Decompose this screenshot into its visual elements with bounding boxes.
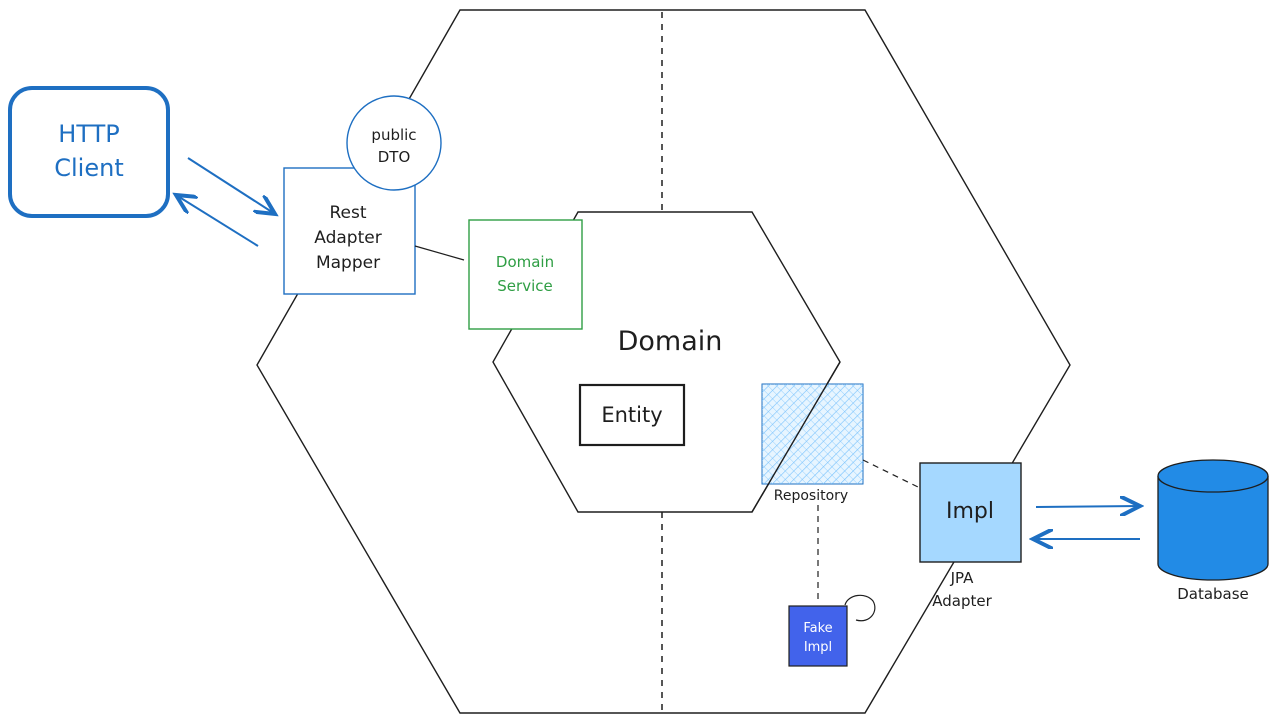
database-label: Database bbox=[1177, 585, 1249, 603]
domain-edge-overlay bbox=[751, 361, 841, 513]
fake-impl-label-2: Impl bbox=[804, 640, 832, 655]
domain-service-box[interactable] bbox=[468, 219, 583, 330]
rest-adapter-label-1: Rest bbox=[329, 203, 366, 223]
adapter-service-connector bbox=[414, 245, 465, 261]
jpa-adapter-label-1: JPA bbox=[950, 569, 975, 587]
response-arrow bbox=[176, 195, 259, 247]
entity-box[interactable] bbox=[578, 383, 686, 447]
rest-adapter-label-3: Mapper bbox=[316, 253, 380, 273]
request-arrow bbox=[187, 157, 275, 214]
impl-label: Impl bbox=[946, 499, 994, 524]
repository-label: Repository bbox=[774, 488, 848, 504]
fake-impl-loop-icon bbox=[844, 594, 876, 622]
public-dto-label-1: public bbox=[371, 126, 416, 144]
outer-hexagon bbox=[256, 9, 1071, 714]
http-client-box[interactable] bbox=[8, 86, 170, 218]
repository-impl-link bbox=[862, 459, 921, 489]
database-icon[interactable] bbox=[1157, 459, 1269, 581]
public-dto-label-2: DTO bbox=[378, 148, 411, 166]
impl-db-arrow bbox=[1035, 506, 1140, 507]
rest-adapter-label-2: Adapter bbox=[314, 228, 381, 248]
entity-label: Entity bbox=[601, 403, 662, 427]
http-client-label-2: Client bbox=[54, 154, 123, 182]
domain-service-label-2: Service bbox=[497, 277, 552, 295]
fake-impl-label-1: Fake bbox=[803, 621, 832, 636]
jpa-adapter-label-2: Adapter bbox=[932, 592, 992, 610]
domain-service-label-1: Domain bbox=[496, 253, 554, 271]
fake-impl-box[interactable] bbox=[788, 605, 848, 667]
public-dto-circle[interactable] bbox=[346, 95, 442, 191]
impl-box[interactable] bbox=[919, 462, 1022, 563]
domain-title: Domain bbox=[618, 326, 723, 357]
http-client-label-1: HTTP bbox=[58, 120, 119, 148]
